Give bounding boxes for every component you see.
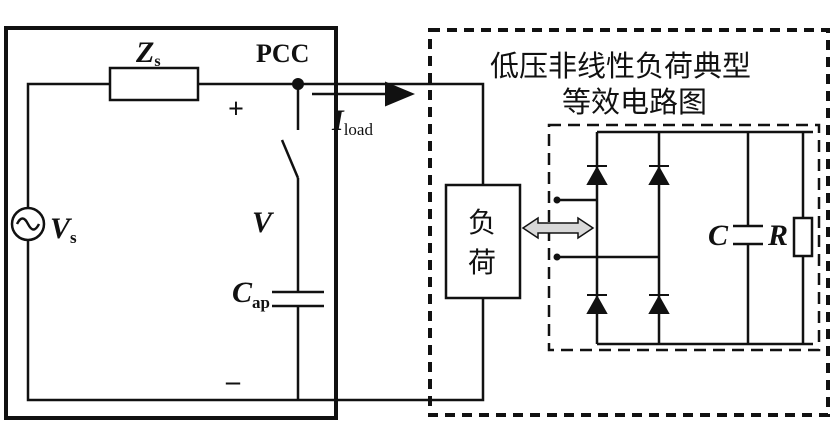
load-label-2: 荷	[468, 246, 496, 279]
label-iload: Iload	[331, 104, 373, 139]
label-zs: Zs	[135, 36, 161, 70]
rectifier-dashed-box	[547, 123, 821, 352]
label-vs: Vs	[50, 212, 77, 247]
impedance-zs	[108, 66, 200, 102]
diode-bottom-right	[648, 294, 670, 314]
label-r: R	[767, 219, 788, 252]
label-pcc: PCC	[256, 39, 309, 68]
load-label-1: 负	[468, 206, 496, 239]
label-cap: Cap	[232, 276, 270, 312]
ac-source-wave	[15, 217, 41, 231]
diode-top-right	[648, 165, 670, 185]
double-arrow	[521, 216, 595, 240]
diode-top-left	[586, 165, 608, 185]
bottom-wire	[26, 240, 485, 402]
resistor-r	[792, 216, 814, 258]
capacitor-branch	[272, 84, 324, 400]
terminal-top	[553, 196, 561, 204]
source-box	[4, 26, 338, 420]
label-c: C	[708, 219, 729, 252]
terminal-bottom	[553, 253, 561, 261]
label-plus: +	[228, 94, 244, 125]
title-line-1: 低压非线性负荷典型	[490, 49, 751, 83]
label-minus: –	[225, 366, 241, 397]
title-line-2: 等效电路图	[562, 85, 707, 119]
load-box	[444, 183, 522, 300]
top-wire	[26, 82, 485, 208]
diode-bottom-left	[586, 294, 608, 314]
label-v: V	[252, 206, 275, 239]
